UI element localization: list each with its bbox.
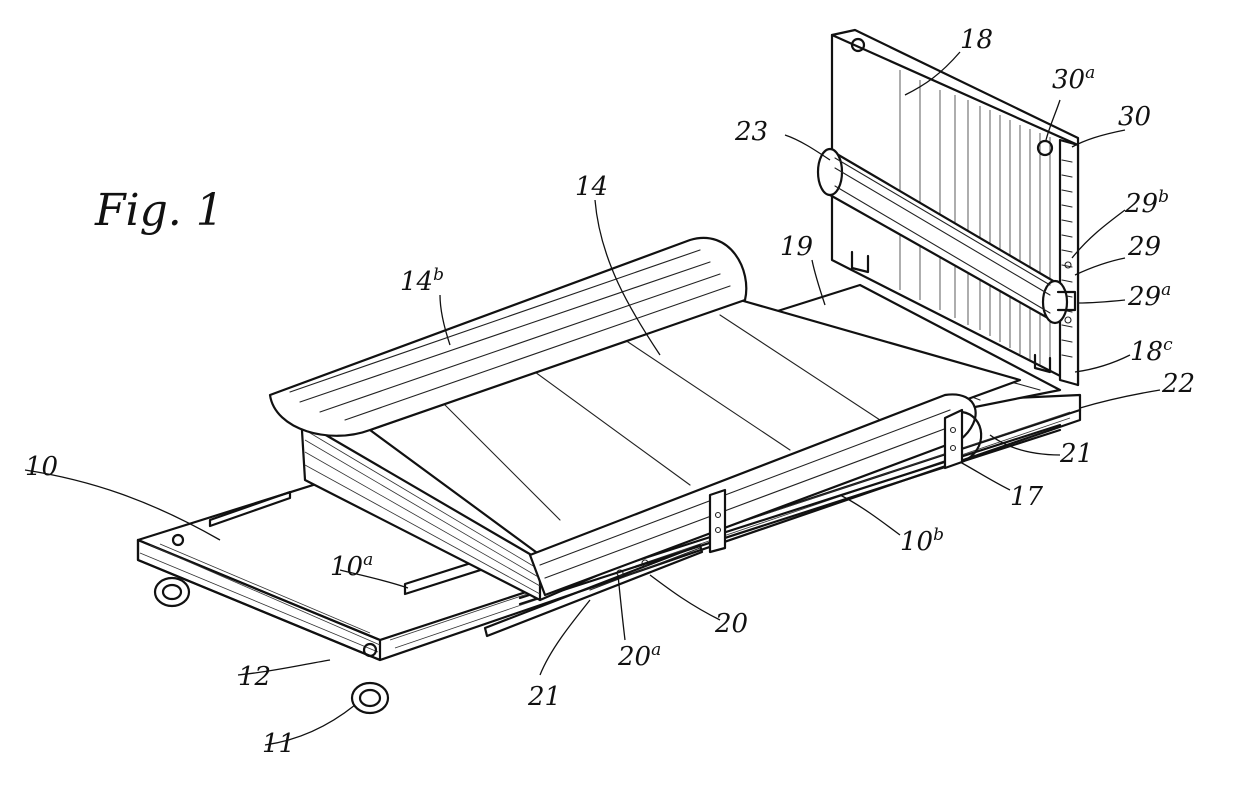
label-10b: 10b xyxy=(900,525,944,557)
label-29b: 29b xyxy=(1124,187,1169,219)
label-29a: 29a xyxy=(1127,280,1171,312)
label-20a: 20a xyxy=(617,640,661,672)
label-10: 10 xyxy=(25,452,58,482)
reference-labels: 18 30a 30 23 29b 29 29a 14 14b 19 18c 22… xyxy=(25,25,1195,759)
label-12: 12 xyxy=(238,662,271,692)
track-20 xyxy=(483,543,704,638)
label-19: 19 xyxy=(780,232,813,262)
label-18c: 18c xyxy=(1130,335,1173,367)
label-11: 11 xyxy=(262,729,295,759)
pad-14 xyxy=(268,236,1022,602)
label-10a: 10a xyxy=(330,550,373,582)
label-14b: 14b xyxy=(400,265,444,297)
label-18: 18 xyxy=(960,25,993,55)
board-shading xyxy=(899,70,1051,372)
casters xyxy=(153,576,390,715)
label-22: 22 xyxy=(1161,369,1195,399)
label-23: 23 xyxy=(734,117,768,147)
label-29: 29 xyxy=(1127,232,1161,262)
roller-23 xyxy=(816,147,1077,325)
label-30a: 30a xyxy=(1052,63,1095,95)
label-17: 17 xyxy=(1010,482,1044,512)
label-20: 20 xyxy=(714,609,748,639)
label-30: 30 xyxy=(1118,102,1151,132)
label-14: 14 xyxy=(575,172,608,202)
label-21-right: 21 xyxy=(1059,439,1093,469)
figure-title: Fig. 1 xyxy=(94,185,224,236)
leader-lines xyxy=(24,51,1161,746)
label-21-left: 21 xyxy=(527,682,561,712)
